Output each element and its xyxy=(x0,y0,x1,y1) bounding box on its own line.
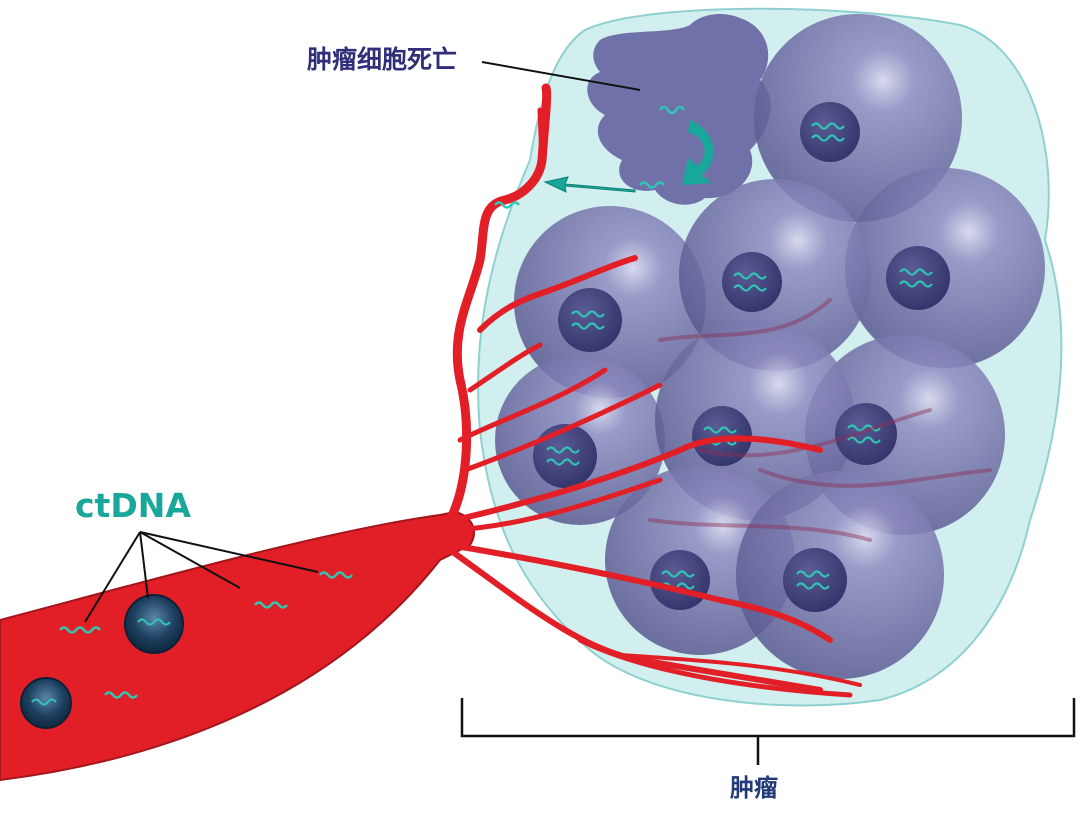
callout-line xyxy=(481,61,641,91)
ctdna-pointer-lines xyxy=(84,531,319,623)
dna-fragment xyxy=(658,105,686,115)
cell-death-label: 肿瘤细胞死亡 xyxy=(307,45,458,74)
tumor-bracket xyxy=(460,698,1076,765)
blood-vessel xyxy=(0,510,475,782)
blood-cell xyxy=(124,594,184,654)
inner-vessels xyxy=(648,298,992,542)
dying-tumor-cell xyxy=(587,14,771,205)
release-arrow xyxy=(682,120,714,185)
tumor-label: 肿瘤 xyxy=(730,774,778,802)
ctdna-label: ctDNA xyxy=(75,486,191,525)
release-arrow xyxy=(543,176,636,193)
capillaries xyxy=(445,83,862,698)
circulating-dna xyxy=(59,181,665,699)
nuclear-dna xyxy=(546,122,933,590)
